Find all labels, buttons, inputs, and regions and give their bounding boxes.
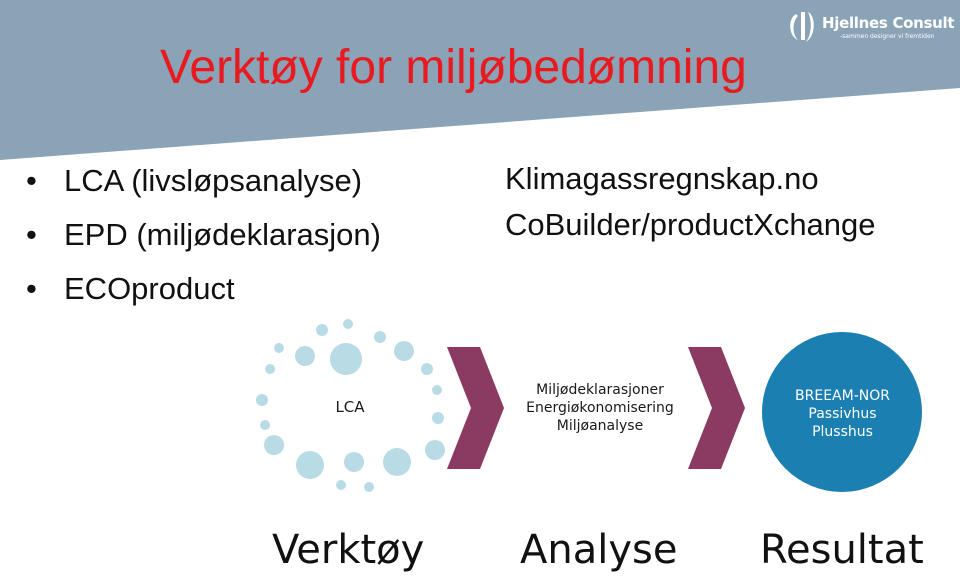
analyse-stage-text: Miljødeklarasjoner Energiøkonomisering M… xyxy=(505,381,695,435)
bullet-icon: • xyxy=(26,271,37,306)
right-tool-list: Klimagassregnskap.no CoBuilder/productXc… xyxy=(505,156,876,248)
ring-dot xyxy=(295,346,315,366)
ring-dot xyxy=(374,331,386,343)
slide-title: Verktøy for miljøbedømning xyxy=(160,41,747,94)
chevron-right-icon xyxy=(447,347,504,469)
left-bullet-list: • LCA (livsløpsanalyse) • EPD (miljødeklar… xyxy=(26,154,381,316)
analyse-line: Energiøkonomisering xyxy=(526,400,674,416)
process-diagram xyxy=(256,319,922,492)
ring-dot xyxy=(343,319,353,329)
result-stage-text: BREEAM-NOR Passivhus Plusshus xyxy=(770,387,915,441)
ring-dot xyxy=(425,440,445,460)
footer-label-analysis: Analyse xyxy=(520,527,678,573)
list-item: CoBuilder/productXchange xyxy=(505,207,876,242)
ring-dot xyxy=(394,341,414,361)
list-item-text: LCA (livsløpsanalyse) xyxy=(64,163,363,198)
analyse-line: Miljøanalyse xyxy=(556,418,644,434)
list-item-text: EPD (miljødeklarasjon) xyxy=(64,217,381,252)
analyse-line: Miljødeklarasjoner xyxy=(536,382,664,398)
footer-label-tools: Verktøy xyxy=(272,527,425,573)
ring-dot xyxy=(336,480,346,490)
ring-dot xyxy=(264,435,284,455)
ring-dot xyxy=(256,394,268,406)
ring-dot xyxy=(296,451,324,479)
lca-stage-label: LCA xyxy=(335,398,365,416)
list-item-text: ECOproduct xyxy=(64,271,235,306)
list-item: • EPD (miljødeklarasjon) xyxy=(26,208,381,262)
result-line: Plusshus xyxy=(812,424,873,440)
result-line: BREEAM-NOR xyxy=(795,388,890,404)
ring-dot xyxy=(265,364,275,374)
ring-dot xyxy=(344,452,364,472)
ring-dot xyxy=(432,385,442,395)
ring-dot xyxy=(260,420,270,430)
bullet-icon: • xyxy=(26,163,37,198)
ring-dot xyxy=(421,363,433,375)
logo-mark-icon xyxy=(790,12,814,42)
ring-dot xyxy=(274,343,284,353)
company-logo: Hjellnes Consult -sammen designer vi fre… xyxy=(786,6,955,46)
ring-dot xyxy=(316,324,328,336)
chevron-right-icon xyxy=(688,347,745,469)
lca-dot-ring xyxy=(256,319,445,492)
list-item: • LCA (livsløpsanalyse) xyxy=(26,154,381,208)
ring-dot xyxy=(432,412,444,424)
list-item: Klimagassregnskap.no xyxy=(505,161,819,196)
bullet-icon: • xyxy=(26,217,37,252)
ring-dot xyxy=(330,343,362,375)
logo-tagline: -sammen designer vi fremtiden xyxy=(840,33,935,40)
ring-dot xyxy=(383,448,411,476)
ring-dot xyxy=(364,482,374,492)
list-item: • ECOproduct xyxy=(26,262,381,316)
result-line: Passivhus xyxy=(808,406,877,422)
header-banner xyxy=(0,0,960,160)
footer-label-result: Resultat xyxy=(760,527,924,573)
result-circle xyxy=(762,332,922,492)
logo-name: Hjellnes Consult xyxy=(822,14,955,32)
